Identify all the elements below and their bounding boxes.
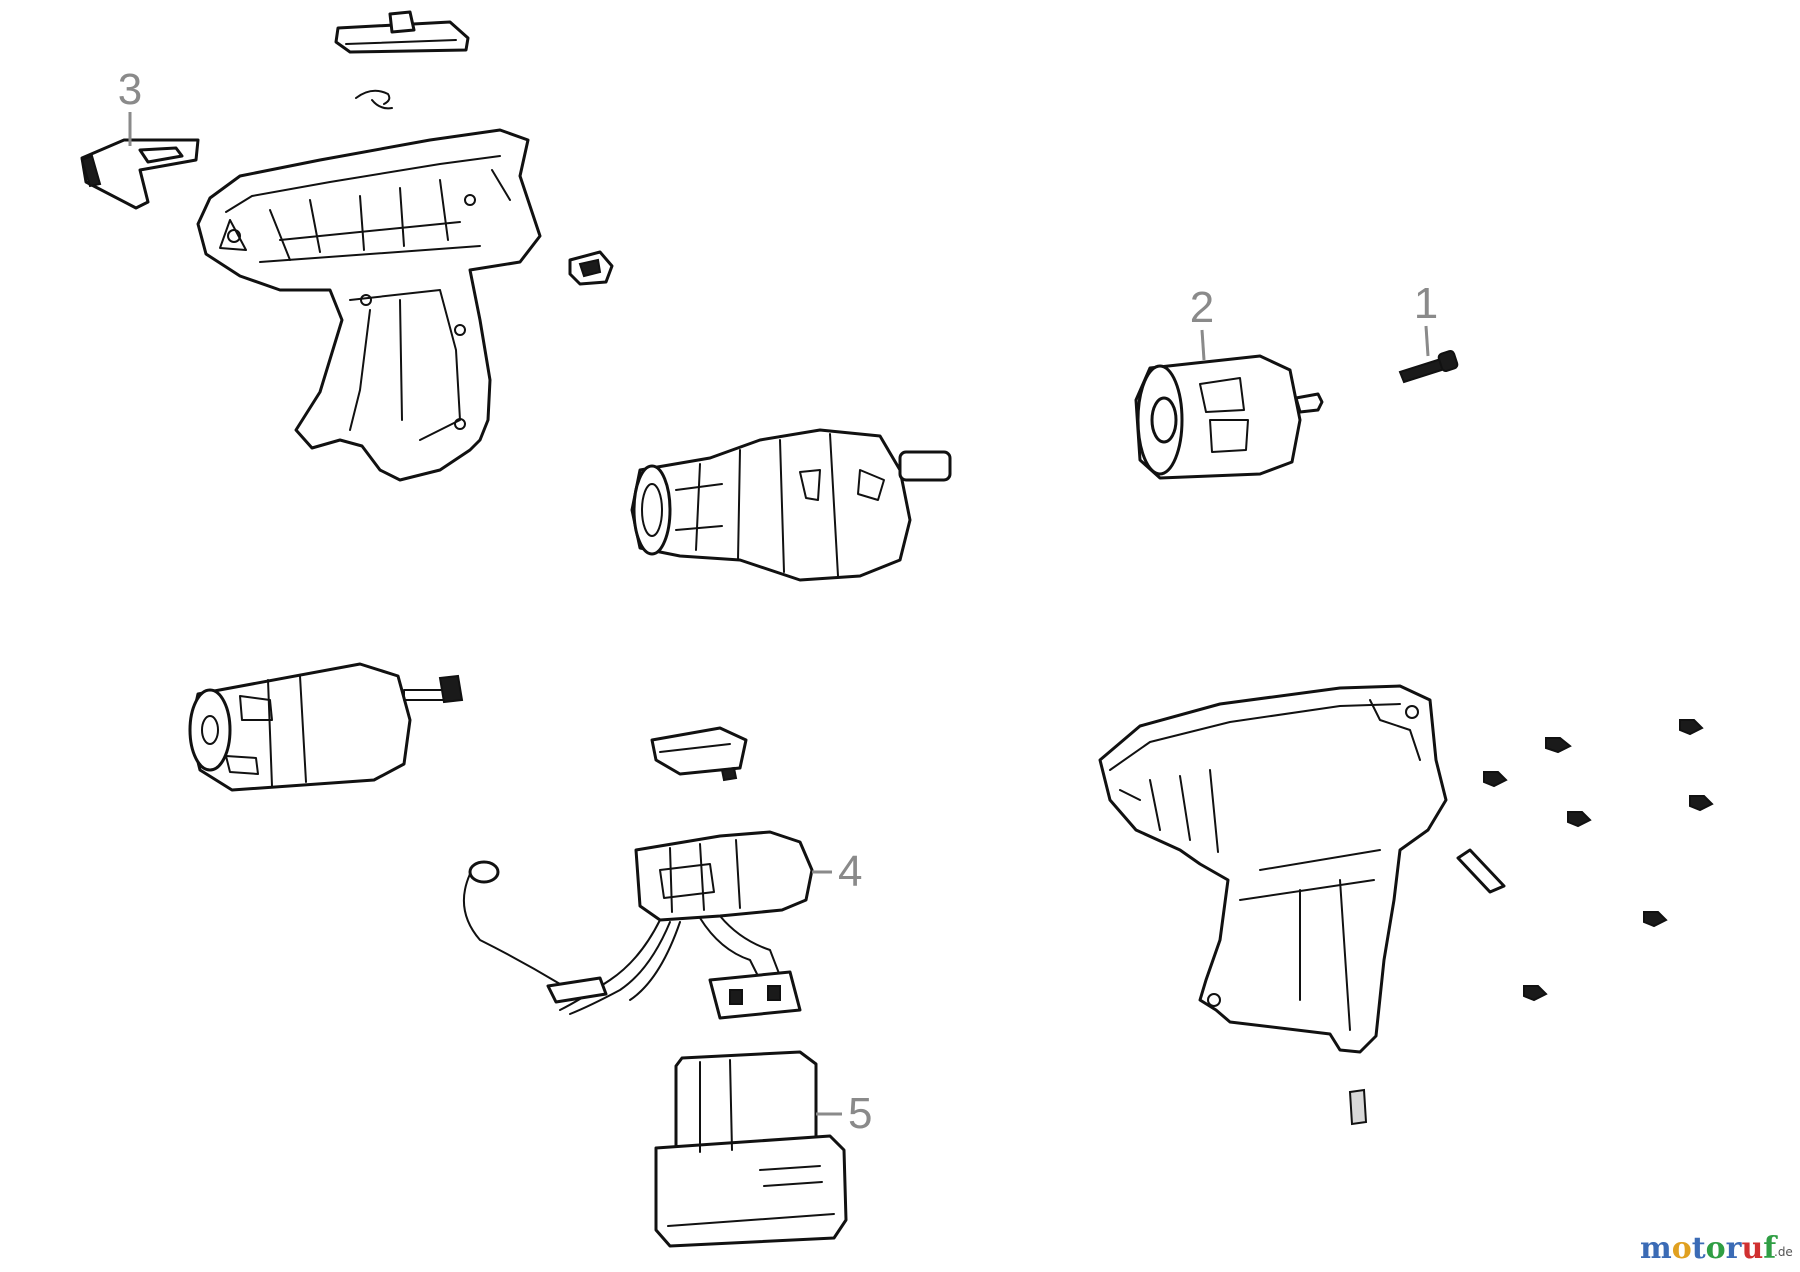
led-clip-part: [568, 250, 614, 286]
housing-left-half: [196, 128, 542, 482]
gearbox-part: [630, 428, 952, 582]
housing-screws: [1483, 719, 1714, 1002]
wm-letter-t: t: [1692, 1231, 1706, 1266]
spring-clip-part: [355, 89, 393, 110]
callout-3-label: 3: [118, 65, 142, 114]
callout-5: 5: [816, 1089, 872, 1138]
motor-part: [188, 662, 464, 792]
spring-plate-part: [1456, 848, 1506, 894]
callout-2-label: 2: [1190, 283, 1214, 332]
wm-letter-o2: o: [1706, 1231, 1726, 1266]
callout-1-label: 1: [1414, 279, 1438, 328]
switch-cover-part: [650, 726, 748, 782]
wm-letter-o1: o: [1672, 1231, 1692, 1266]
callout-3: 3: [118, 65, 142, 146]
callout-5-label: 5: [848, 1089, 872, 1138]
wm-letter-u: u: [1741, 1231, 1763, 1266]
part-1-screw: [1398, 350, 1459, 384]
housing-right-half: [1098, 684, 1448, 1054]
callout-1: 1: [1414, 279, 1438, 357]
callout-4-label: 4: [838, 847, 862, 896]
wm-suffix: .de: [1774, 1245, 1793, 1259]
motoruf-watermark-logo: motoruf .de: [1640, 1231, 1793, 1266]
wm-letter-f: f: [1763, 1231, 1778, 1266]
part-2-chuck: [1134, 354, 1324, 480]
part-4-switch: [463, 830, 814, 1020]
part-3-bracket: [80, 138, 200, 210]
wm-letter-r: r: [1726, 1231, 1743, 1266]
callout-2: 2: [1190, 283, 1214, 361]
svg-text:motoruf: motoruf: [1640, 1231, 1778, 1266]
contact-plate-part: [1348, 1088, 1368, 1126]
callout-4: 4: [812, 847, 862, 896]
part-5-battery: [654, 1050, 848, 1248]
direction-slider-part: [334, 10, 470, 54]
wm-letter-m: m: [1640, 1231, 1672, 1266]
